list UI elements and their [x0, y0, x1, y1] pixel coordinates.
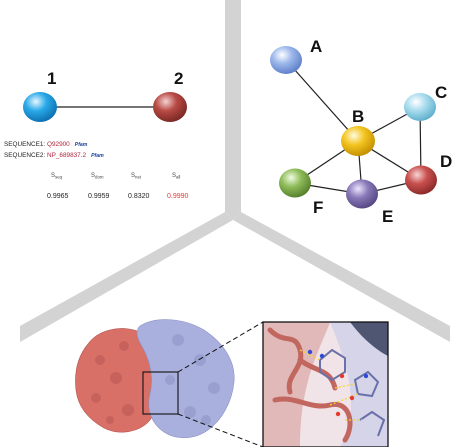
network-nodes: [270, 46, 437, 209]
node-f[interactable]: [279, 168, 311, 198]
network-labels: A B C D E F: [310, 37, 452, 226]
network-panel: A B C D E F: [270, 37, 452, 226]
node-a-label: A: [310, 37, 322, 56]
sequence-2-id[interactable]: NP_689837.2: [47, 152, 87, 159]
score-value-dom: 0.9959: [88, 193, 110, 200]
structure-panel: [75, 319, 389, 447]
protein-complex-surface: [75, 319, 235, 439]
node-a[interactable]: [270, 46, 302, 74]
score-value-net: 0.8320: [128, 193, 150, 200]
node-c-label: C: [435, 83, 447, 102]
node-1: [23, 92, 57, 122]
sequence-1-line: SEQUENCE1: Q92900 Pfam: [4, 141, 88, 148]
sequence-2-line: SEQUENCE2: NP_689837.2 Pfam: [4, 152, 104, 159]
node-c[interactable]: [404, 93, 436, 121]
panel-dividers: [20, 0, 450, 342]
zoom-hbonds: [299, 349, 362, 421]
interface-selection-box[interactable]: [142, 371, 179, 415]
node-2-label: 2: [174, 69, 183, 88]
sequence-2-pfam-link[interactable]: Pfam: [91, 153, 104, 159]
zoom-atoms: [307, 349, 369, 417]
node-e[interactable]: [346, 179, 378, 209]
divider-left: [20, 212, 233, 342]
zoom-connector-bottom: [177, 413, 264, 447]
divider-right: [233, 212, 450, 342]
zoom-connector-top: [177, 321, 264, 373]
node-1-label: 1: [47, 69, 56, 88]
node-f-label: F: [313, 198, 323, 217]
score-header-seq: Sseq: [51, 173, 63, 180]
zoom-surface-pink: [263, 322, 330, 447]
divider-vertical: [225, 0, 241, 220]
surface-texture: [91, 334, 220, 425]
node-d-label: D: [440, 152, 452, 171]
node-d[interactable]: [405, 165, 437, 195]
sequence-1-id[interactable]: Q92900: [47, 141, 70, 148]
score-headers: Sseq Sdom Snet Sall: [51, 173, 180, 180]
score-header-dom: Sdom: [91, 173, 104, 180]
zoom-surface-blue: [330, 322, 388, 447]
zoomed-interface-frame: [262, 321, 389, 447]
protein-a-surface: [75, 328, 164, 433]
score-value-seq: 0.9965: [47, 193, 69, 200]
sequence-1-prefix: SEQUENCE1:: [4, 141, 47, 148]
score-header-net: Snet: [131, 173, 142, 180]
edge-a-b: [285, 59, 359, 142]
zoom-sticks-blue: [319, 348, 386, 437]
node-e-label: E: [382, 207, 393, 226]
node-2: [153, 92, 187, 122]
score-header-all: Sall: [172, 173, 180, 180]
score-values: 0.9965 0.9959 0.8320 0.9990: [47, 193, 189, 200]
node-b[interactable]: [341, 126, 375, 156]
sequence-1-pfam-link[interactable]: Pfam: [75, 142, 88, 148]
zoomed-interface-view: [263, 322, 388, 447]
zoom-helix-blue: [350, 322, 388, 356]
score-value-all: 0.9990: [167, 193, 189, 200]
node-b-label: B: [352, 107, 364, 126]
sequence-2-prefix: SEQUENCE2:: [4, 152, 47, 159]
protein-b-surface: [136, 319, 235, 439]
